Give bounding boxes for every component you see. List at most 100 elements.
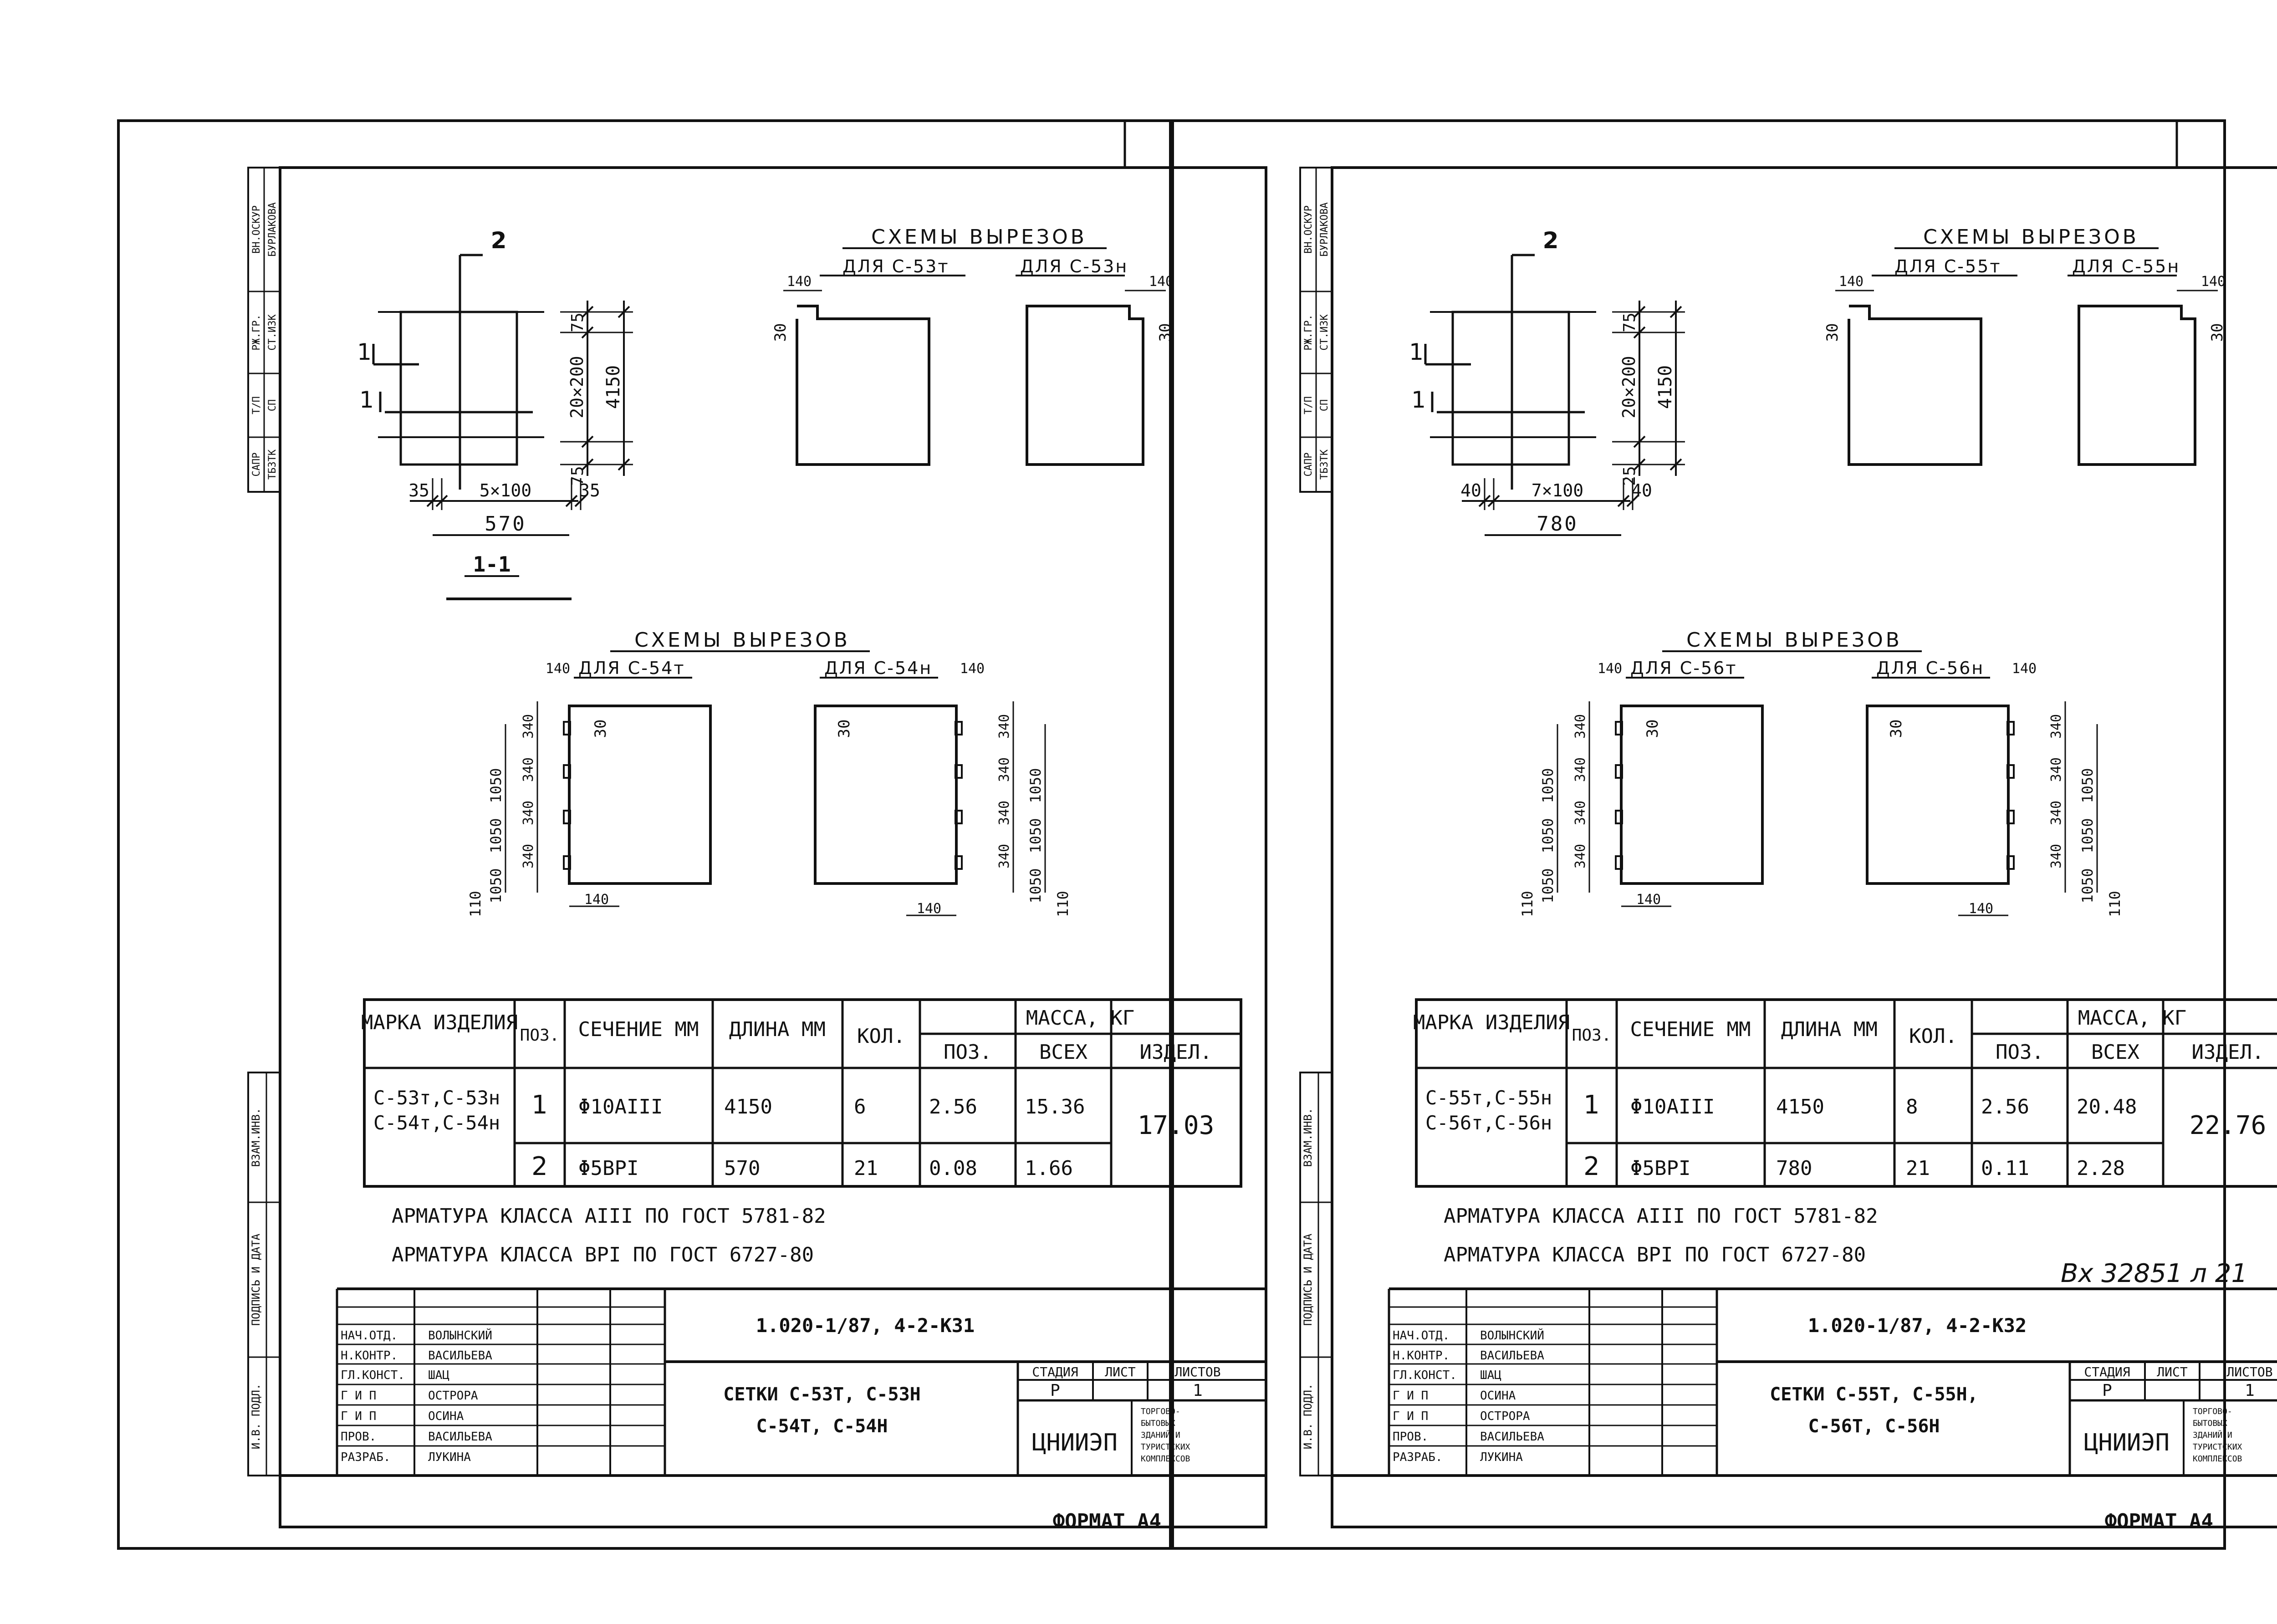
dimension-label: 780	[1537, 512, 1578, 536]
title-block-role: Н.КОНТР.	[341, 1349, 398, 1363]
rebar-note: АРМАТУРА КЛАССА AIII ПО ГОСТ 5781-82	[392, 1205, 826, 1228]
dimension-tick	[1633, 306, 1646, 318]
dimension-label: 40	[1460, 480, 1481, 500]
title-block-name: ВАСИЛЬЕВА	[1480, 1430, 1544, 1444]
dimension-label: 140	[1636, 892, 1661, 908]
dimension-label: 340	[1572, 757, 1588, 782]
table-header: ПОЗ.	[1996, 1041, 2044, 1064]
title-block-role: ГЛ.КОНСТ.	[1393, 1369, 1457, 1382]
dimension-label: 340	[996, 801, 1012, 825]
table-cell-mass-pos: 0.08	[929, 1157, 977, 1180]
table-header: КОЛ.	[1909, 1025, 1957, 1048]
stamp-cell-text: ПОДПИСЬ И ДАТА	[250, 1233, 262, 1326]
cutout-notch	[563, 764, 571, 779]
cutout-label-left: ДЛЯ С-56т	[1630, 658, 1737, 678]
stamp-cell-text: ТБЗТК	[1319, 449, 1330, 480]
section-mark-2: 2	[1543, 227, 1559, 254]
dimension-label: 340	[521, 714, 536, 739]
drawing-title: СЕТКИ С-53Т, С-53Н	[723, 1384, 920, 1405]
title-block-role: РАЗРАБ.	[1393, 1450, 1443, 1464]
organization-note: БЫТОВЫХ	[2193, 1419, 2227, 1428]
table-cell-length: 570	[724, 1157, 760, 1180]
sheets-value: 1	[1193, 1381, 1203, 1400]
title-block-name: ЛУКИНА	[1480, 1450, 1523, 1464]
table-cell-pos: 2	[1583, 1152, 1600, 1181]
title-block-role: РАЗРАБ.	[341, 1450, 391, 1464]
table-cell-qty: 21	[854, 1157, 878, 1180]
stamp-cell-text: СП	[267, 399, 278, 412]
dimension-label: 4150	[1655, 365, 1676, 409]
organization-note: КОМПЛЕКСОВ	[2193, 1454, 2242, 1464]
dimension-tick	[581, 306, 594, 318]
cutout-label-right: ДЛЯ С-54н	[824, 658, 932, 678]
dimension-label: 140	[787, 274, 812, 290]
cutout-label-left: ДЛЯ С-55т	[1894, 256, 2001, 276]
dimension-label: 1050	[1539, 768, 1557, 803]
title-block-name: ОСТРОРА	[428, 1389, 478, 1403]
cutout-notch	[955, 855, 963, 870]
cutout-notch	[2006, 810, 2015, 824]
stamp-cell-text: СТ.ИЗК	[1319, 314, 1330, 351]
dimension-tick	[581, 458, 594, 471]
dimension-label: 140	[917, 901, 941, 917]
dimension-label: 140	[1598, 661, 1622, 677]
sheet-outer-frame	[1169, 119, 2226, 1550]
cutout-notch	[1615, 721, 1623, 735]
organization-note: ТУРИСТСКИХ	[2193, 1442, 2242, 1452]
organization-note: БЫТОВЫХ	[1141, 1419, 1175, 1428]
dimension-label: 140	[2012, 661, 2037, 677]
dimension-label: 140	[584, 892, 609, 908]
cutouts-title: СХЕМЫ ВЫРЕЗОВ	[634, 628, 850, 652]
dimension-tick	[1487, 495, 1500, 507]
cutout-label-right: ДЛЯ С-55н	[2072, 256, 2180, 276]
cutout-notch	[563, 721, 571, 735]
table-header: ВСЕХ	[1039, 1041, 1087, 1064]
table-cell-mass-all: 20.48	[2077, 1095, 2137, 1118]
stamp-cell-text: Т/П	[251, 396, 262, 414]
stamp-cell-text: САПР	[1303, 453, 1314, 477]
title-block-role: ГЛ.КОНСТ.	[341, 1369, 405, 1382]
dimension-label: 340	[996, 844, 1012, 868]
table-cell-mass-all: 15.36	[1025, 1095, 1085, 1118]
drawing-code: 1.020-1/87, 4-2-К31	[756, 1314, 975, 1337]
stamp-cell-text: ВЗАМ.ИНВ.	[1302, 1108, 1314, 1167]
stage-label: СТАДИЯ	[1032, 1364, 1078, 1379]
section-mark-1: 1	[1411, 387, 1426, 413]
drawing-title: С-54Т, С-54Н	[756, 1416, 888, 1437]
stamp-cell-text: ВН.ОСКУР	[1303, 205, 1314, 254]
table-header: ПОЗ.	[944, 1041, 992, 1064]
dimension-label: 30	[835, 720, 853, 738]
table-frame	[363, 998, 1242, 1188]
section-mark-1: 1	[359, 387, 374, 413]
organization-note: ЗДАНИЙ И	[2193, 1430, 2232, 1440]
table-header: ДЛИНА ММ	[729, 1018, 826, 1041]
table-cell-mass-pos: 2.56	[929, 1095, 977, 1118]
dimension-tick	[618, 306, 630, 318]
stamp-cell-text: САПР	[251, 453, 262, 477]
title-block-role: Г И П	[1393, 1410, 1428, 1423]
cutout-notch	[955, 810, 963, 824]
sheets-label: ЛИСТОВ	[1174, 1364, 1220, 1379]
dimension-label: 570	[485, 512, 526, 536]
title-block-name: ВАСИЛЬЕВА	[1480, 1349, 1544, 1363]
table-header: МАРКА ИЗДЕЛИЯ	[361, 1011, 518, 1034]
rebar-note: АРМАТУРА КЛАССА AIII ПО ГОСТ 5781-82	[1444, 1205, 1878, 1228]
table-cell-mass-all: 1.66	[1025, 1157, 1073, 1180]
title-block-name: ВАСИЛЬЕВА	[428, 1349, 492, 1363]
table-cell-mark: С-55т,С-55н	[1425, 1087, 1552, 1109]
dimension-tick	[565, 495, 578, 507]
table-cell-mass-all: 2.28	[2077, 1157, 2125, 1180]
title-block: НАЧ.ОТД.ВОЛЫНСКИЙН.КОНТР.ВАСИЛЬЕВАГЛ.КОН…	[1332, 1287, 2277, 1477]
dimension-label: 340	[1572, 801, 1588, 825]
stamp-cell-text: РЖ.ГР.	[251, 314, 262, 350]
table-merge	[1418, 1142, 1565, 1144]
title-block-name: ВОЛЫНСКИЙ	[428, 1328, 492, 1343]
format-label: ФОРМАТ А4	[2105, 1510, 2213, 1533]
table-header: ДЛИНА ММ	[1781, 1018, 1878, 1041]
dimension-tick	[1633, 435, 1646, 448]
